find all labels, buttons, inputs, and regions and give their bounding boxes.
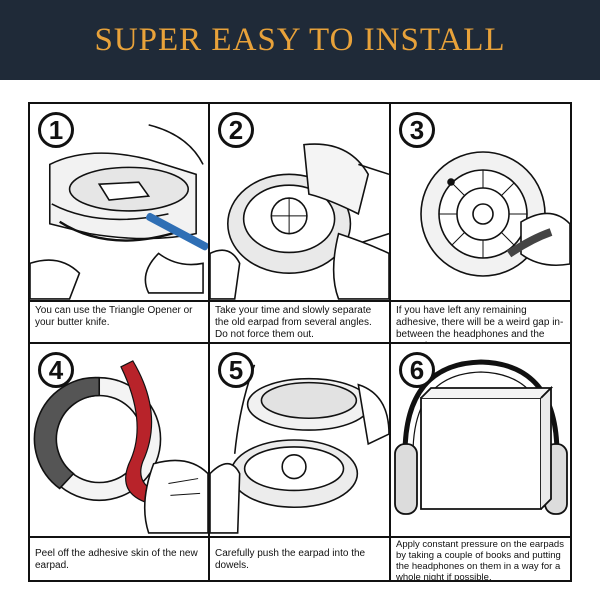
- step-number: 1: [38, 112, 74, 148]
- step-number: 5: [218, 352, 254, 388]
- step-4-caption: Peel off the adhesive skin of the new ea…: [30, 536, 208, 580]
- step-number: 2: [218, 112, 254, 148]
- step-3-illustration: [420, 151, 570, 277]
- step-4-illustration: [33, 360, 208, 534]
- step-2-panel: 2 Take your time and slowly separate the…: [210, 104, 391, 344]
- step-number: 6: [399, 352, 435, 388]
- triangle-opener-tool: [145, 212, 208, 251]
- step-number: 4: [38, 352, 74, 388]
- step-4-panel: 4 Peel off the adhesive skin of the new …: [30, 344, 210, 580]
- step-2-illustration: [210, 143, 389, 300]
- step-5-panel: 5 Carefully push the earpad into the dow…: [210, 344, 391, 580]
- step-1-illustration: [30, 124, 208, 300]
- step-1-panel: 1 You can use the Triangle Opener or you…: [30, 104, 210, 344]
- step-5-illustration: [210, 364, 389, 534]
- step-2-caption: Take your time and slowly separate the o…: [210, 300, 389, 342]
- step-3-caption: If you have left any remaining adhesive,…: [391, 300, 570, 342]
- step-number: 3: [399, 112, 435, 148]
- step-6-illustration: [394, 359, 568, 515]
- step-6-panel: 6 Apply constant pressure on the earpads…: [391, 344, 570, 580]
- book-stack: [420, 397, 542, 510]
- step-1-caption: You can use the Triangle Opener or your …: [30, 300, 208, 342]
- instruction-grid: 1 You can use the Triangle Opener or you…: [28, 102, 572, 582]
- step-3-panel: 3 If you have left any remaining adhesiv…: [391, 104, 570, 344]
- banner-title: SUPER EASY TO INSTALL: [94, 21, 506, 58]
- step-6-caption: Apply constant pressure on the earpads b…: [391, 536, 570, 580]
- gap-highlight: [506, 228, 553, 258]
- header-banner: SUPER EASY TO INSTALL: [0, 0, 600, 80]
- step-5-caption: Carefully push the earpad into the dowel…: [210, 536, 389, 580]
